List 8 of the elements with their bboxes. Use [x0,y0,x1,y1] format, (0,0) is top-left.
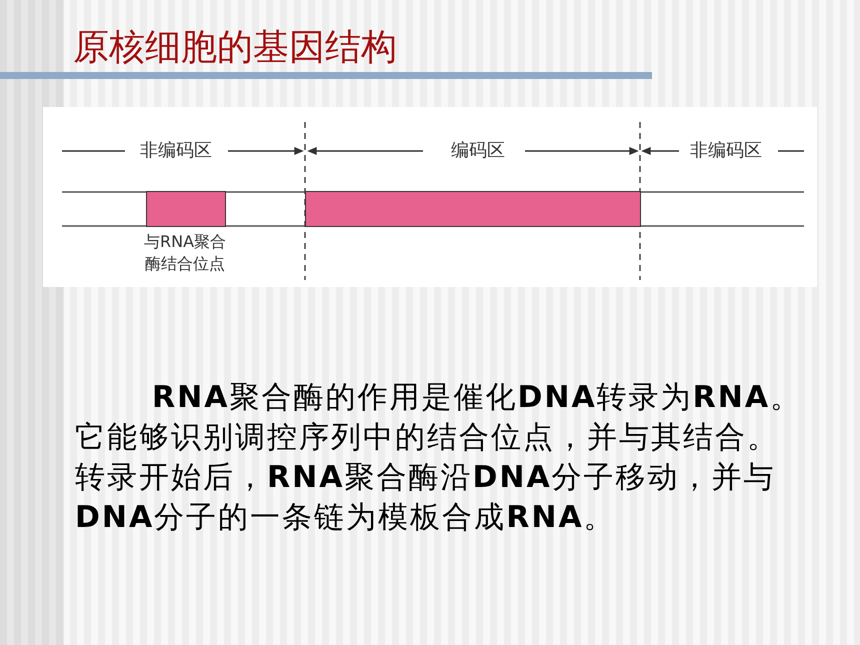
region-label: 非编码区 [690,140,762,162]
binding-site-segment [146,191,226,227]
slide-title: 原核细胞的基因结构 [73,26,397,70]
region-label: 非编码区 [140,140,212,162]
site-caption: 与RNA聚合酶结合位点 [142,231,228,275]
body-paragraph: RNA聚合酶的作用是催化DNA转录为RNA。它能够识别调控序列中的结合位点，并与其结合。转录开始后，RNA聚合酶沿DNA分子移动，并与DNA分子的一条链为模板合成RNA。 [75,379,804,537]
coding-segment [305,191,641,227]
region-label: 编码区 [451,140,505,162]
